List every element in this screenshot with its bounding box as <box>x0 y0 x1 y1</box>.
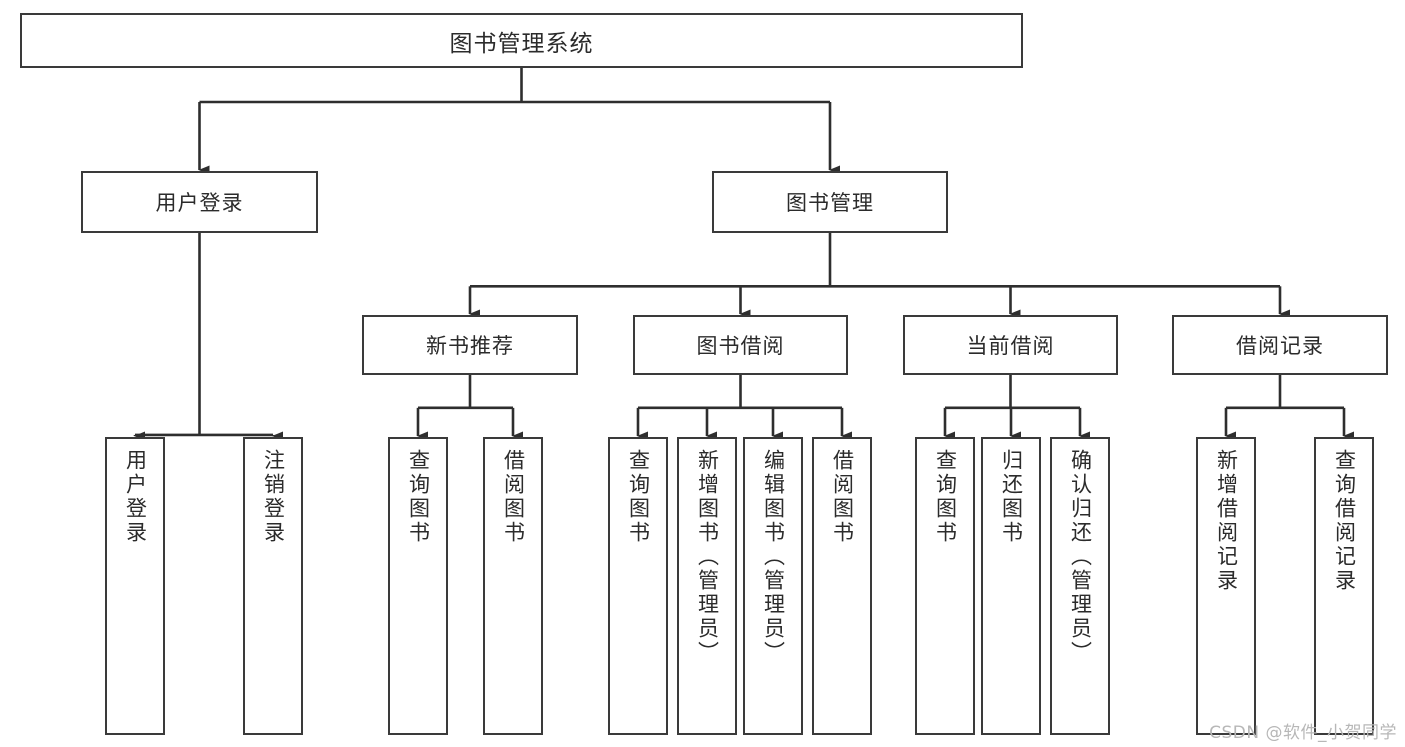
node-current-borrow-label: 当前借阅 <box>966 334 1055 358</box>
node-leaf-add-borrow-record[interactable]: 新增借阅记录 <box>1196 437 1256 735</box>
node-leaf-edit-book[interactable]: 编辑图书（管理员） <box>743 437 803 735</box>
node-leaf-query-borrow-record[interactable]: 查询借阅记录 <box>1314 437 1374 735</box>
node-leaf-add-book[interactable]: 新增图书（管理员） <box>677 437 737 735</box>
node-leaf-confirm-return[interactable]: 确认归还（管理员） <box>1050 437 1110 735</box>
node-leaf-confirm-return-label: 确认归还（管理员） <box>1068 449 1093 665</box>
node-user-login-label: 用户登录 <box>155 191 244 215</box>
node-leaf-user-logout-label: 注销登录 <box>261 449 286 545</box>
node-leaf-query-borrow-record-label: 查询借阅记录 <box>1332 449 1357 593</box>
node-book-borrow[interactable]: 图书借阅 <box>633 315 848 375</box>
node-leaf-query-book-current-label: 查询图书 <box>933 449 958 545</box>
node-current-borrow[interactable]: 当前借阅 <box>903 315 1118 375</box>
node-leaf-edit-book-label: 编辑图书（管理员） <box>761 449 786 665</box>
node-leaf-return-book[interactable]: 归还图书 <box>981 437 1041 735</box>
node-root-label: 图书管理系统 <box>449 30 594 57</box>
node-new-book-recommend-label: 新书推荐 <box>426 334 514 358</box>
node-borrow-record-label: 借阅记录 <box>1236 334 1324 358</box>
node-new-book-recommend[interactable]: 新书推荐 <box>362 315 578 375</box>
watermark-label: CSDN @软件_小贺同学 <box>1209 723 1397 743</box>
node-leaf-query-book-borrow[interactable]: 查询图书 <box>608 437 668 735</box>
node-leaf-query-book-recommend[interactable]: 查询图书 <box>388 437 448 735</box>
node-root[interactable]: 图书管理系统 <box>20 13 1023 68</box>
node-book-borrow-label: 图书借阅 <box>696 334 785 358</box>
node-leaf-borrow-book[interactable]: 借阅图书 <box>812 437 872 735</box>
node-leaf-user-login-label: 用户登录 <box>123 449 148 545</box>
node-leaf-add-book-label: 新增图书（管理员） <box>695 449 720 665</box>
node-leaf-user-logout[interactable]: 注销登录 <box>243 437 303 735</box>
node-leaf-borrow-book-recommend-label: 借阅图书 <box>501 449 526 545</box>
node-borrow-record[interactable]: 借阅记录 <box>1172 315 1388 375</box>
node-leaf-return-book-label: 归还图书 <box>999 449 1024 545</box>
node-book-management[interactable]: 图书管理 <box>712 171 948 233</box>
node-book-management-label: 图书管理 <box>786 191 874 215</box>
node-leaf-borrow-book-label: 借阅图书 <box>830 449 855 545</box>
node-leaf-query-book-current[interactable]: 查询图书 <box>915 437 975 735</box>
node-leaf-query-book-recommend-label: 查询图书 <box>406 449 431 545</box>
node-leaf-query-book-borrow-label: 查询图书 <box>626 449 651 545</box>
node-leaf-add-borrow-record-label: 新增借阅记录 <box>1214 449 1239 593</box>
node-user-login[interactable]: 用户登录 <box>81 171 318 233</box>
node-leaf-borrow-book-recommend[interactable]: 借阅图书 <box>483 437 543 735</box>
node-leaf-user-login[interactable]: 用户登录 <box>105 437 165 735</box>
